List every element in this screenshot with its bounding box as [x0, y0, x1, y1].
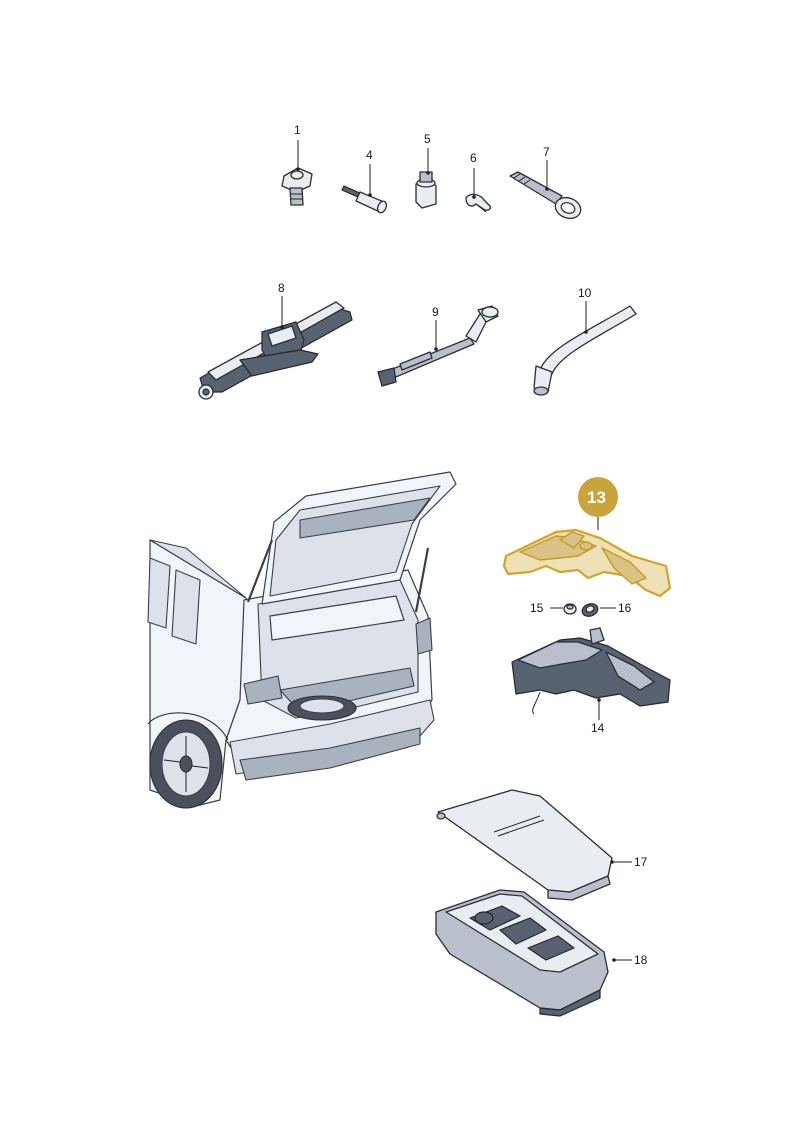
callout-10[interactable]: 10: [578, 286, 592, 300]
callout-6[interactable]: 6: [470, 151, 477, 165]
part-17-cover-lid[interactable]: [436, 789, 613, 901]
leader-18-dot: [612, 958, 616, 962]
part-7-towing-eye[interactable]: [509, 171, 584, 222]
leader-14-dot: [597, 698, 601, 702]
part-10-wheel-wrench[interactable]: [533, 305, 637, 396]
callout-13[interactable]: 13: [587, 488, 606, 507]
leader-4-dot: [368, 193, 372, 197]
callout-15[interactable]: 15: [530, 601, 544, 615]
callout-1[interactable]: 1: [294, 123, 301, 137]
callout-4[interactable]: 4: [366, 148, 373, 162]
callout-8[interactable]: 8: [278, 281, 285, 295]
leader-17-dot: [610, 860, 614, 864]
leader-10-dot: [584, 330, 588, 334]
callout-5[interactable]: 5: [424, 132, 431, 146]
part-15-clip[interactable]: [563, 603, 577, 615]
callout-14[interactable]: 14: [591, 721, 605, 735]
leader-6-dot: [472, 195, 476, 199]
part-18-storage-tray[interactable]: [435, 889, 609, 1017]
callout-13-badge[interactable]: [578, 477, 618, 517]
part-1-bolt-holder[interactable]: [281, 167, 313, 206]
part-6-clip[interactable]: [465, 193, 492, 213]
callout-16[interactable]: 16: [618, 601, 632, 615]
leader-5-dot: [426, 171, 430, 175]
callout-17[interactable]: 17: [634, 855, 648, 869]
part-13-foam-insert-highlighted[interactable]: [502, 528, 672, 598]
leader-1-dot: [296, 167, 300, 171]
leader-9-dot: [434, 347, 438, 351]
callout-9[interactable]: 9: [432, 305, 439, 319]
part-5-socket[interactable]: [415, 171, 437, 209]
leader-7-dot: [545, 187, 549, 191]
vehicle-rear-view: [147, 471, 457, 809]
callout-7[interactable]: 7: [543, 145, 550, 159]
part-14-tool-tray[interactable]: [511, 627, 671, 715]
part-9-jack-crank[interactable]: [377, 305, 499, 387]
part-16-clip[interactable]: [580, 602, 599, 619]
leader-8-dot: [280, 325, 284, 329]
part-4-screwdriver[interactable]: [341, 185, 388, 214]
part-8-scissor-jack[interactable]: [198, 301, 353, 400]
callout-18[interactable]: 18: [634, 953, 648, 967]
